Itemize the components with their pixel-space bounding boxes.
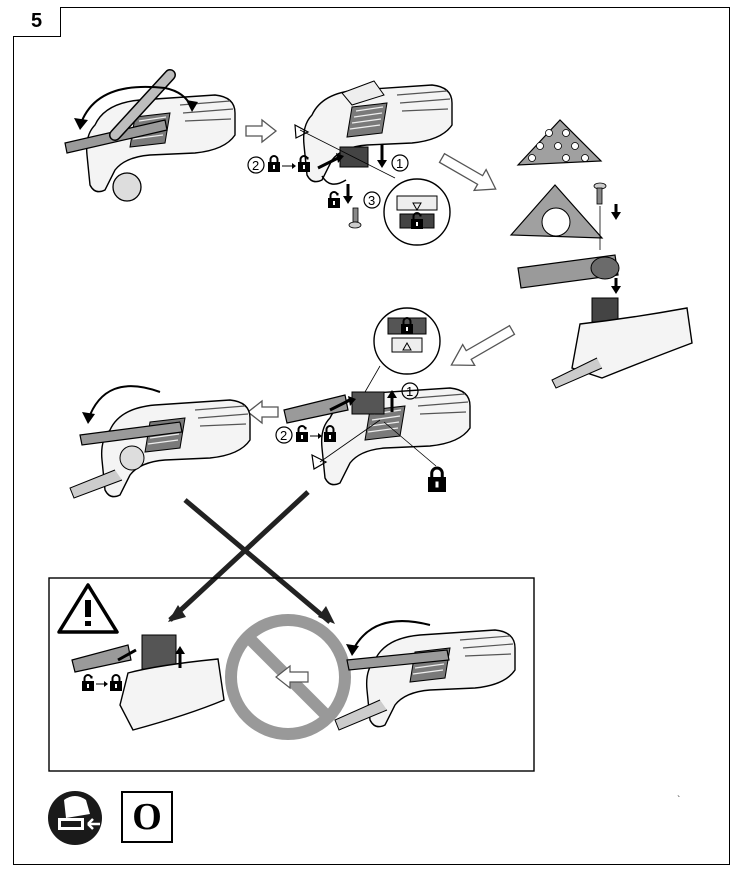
callout-step-1: 1 [406, 384, 413, 399]
lock-icon [426, 466, 448, 494]
prohibited-icon [225, 614, 351, 740]
callout-step-1: 1 [396, 156, 403, 171]
rotate-arrow-icon [87, 385, 161, 421]
do-not-cross-icon [168, 490, 332, 624]
unlock-icon [295, 425, 309, 443]
panel-remove-screw [302, 80, 453, 183]
next-step-arrow-icon [245, 119, 277, 143]
screw-icon [348, 207, 362, 229]
callout-step-2: 2 [280, 428, 287, 443]
callout-step-2: 2 [252, 158, 259, 173]
lock-icon [267, 155, 281, 173]
panel-close-lever [69, 399, 251, 499]
warning-icon [57, 583, 119, 634]
detail-zoom-circle [383, 178, 451, 246]
panel-lock-accessory: 1 2 [275, 307, 471, 494]
panel-wrong-result [334, 629, 516, 731]
next-step-arrow-icon [438, 152, 497, 192]
unlock-icon [81, 674, 95, 692]
next-step-arrow-icon [247, 400, 279, 424]
step-number: 5 [13, 7, 61, 37]
panel-open-lever [64, 69, 236, 202]
lock-icon [109, 674, 123, 692]
svg-text:`: ` [677, 794, 680, 806]
panel-wrong-sequence [71, 634, 225, 731]
unlock-icon [297, 155, 311, 173]
panel-fit-accessory [509, 119, 693, 389]
rotate-arrow-icon [351, 620, 431, 653]
mode-indicator: O [121, 791, 173, 843]
screw-icon [593, 182, 607, 205]
warning-box [48, 577, 535, 772]
callout-step-3: 3 [368, 193, 375, 208]
unlock-icon [327, 191, 341, 209]
next-step-arrow-icon [450, 324, 516, 367]
figure-frame [13, 7, 730, 865]
battery-remove-icon [48, 791, 102, 845]
rotate-arrow-icon [79, 85, 166, 127]
